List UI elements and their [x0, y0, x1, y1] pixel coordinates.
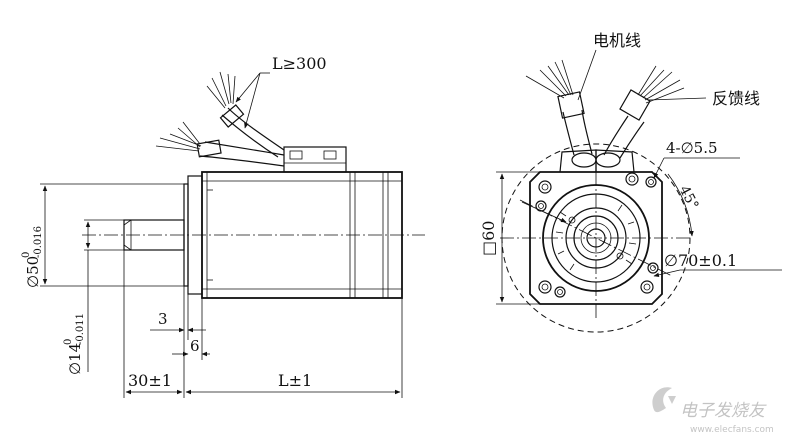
feedback-cable-label: 反馈线 — [712, 89, 760, 108]
angle-label: 45° — [676, 183, 702, 212]
dim-6-label: 6 — [190, 337, 200, 355]
shaft-diameter-label: ∅14 — [66, 343, 84, 375]
spigot-tol-lower: -0.016 — [33, 226, 44, 258]
shaft-tol-lower: -0.011 — [75, 313, 86, 345]
watermark-url: www.elecfans.com — [690, 425, 774, 435]
watermark-brand: 电子发烧友 — [680, 401, 767, 421]
cable-2 — [227, 107, 285, 151]
front-view: 电机线 反馈线 4-∅5.5 45° □60 ∅70±0.1 — [479, 31, 782, 333]
connector-box — [283, 146, 347, 173]
cable-gland-right — [595, 149, 635, 173]
spigot-diameter-label: ∅50 — [24, 256, 42, 288]
cable-length-label: L≥300 — [272, 54, 327, 73]
watermark-logo-icon — [652, 387, 672, 413]
side-view: L≥300 ∅50 0 -0.016 ∅14 0 -0.011 3 6 — [21, 54, 425, 398]
mount-holes-label: 4-∅5.5 — [666, 139, 718, 157]
shaft-tol-upper: 0 — [63, 339, 74, 345]
bolt-circle-label: ∅70±0.1 — [664, 251, 737, 270]
cable-1 — [204, 141, 285, 156]
motor-cable-label: 电机线 — [593, 31, 641, 50]
elecfans-watermark: 电子发烧友 www.elecfans.com — [652, 387, 774, 435]
spigot-tol-upper: 0 — [21, 252, 32, 258]
dim-3-label: 3 — [158, 310, 168, 328]
flange-square-label: □60 — [479, 221, 498, 256]
body-length-label: L±1 — [278, 371, 312, 390]
shaft-length-label: 30±1 — [128, 371, 172, 390]
